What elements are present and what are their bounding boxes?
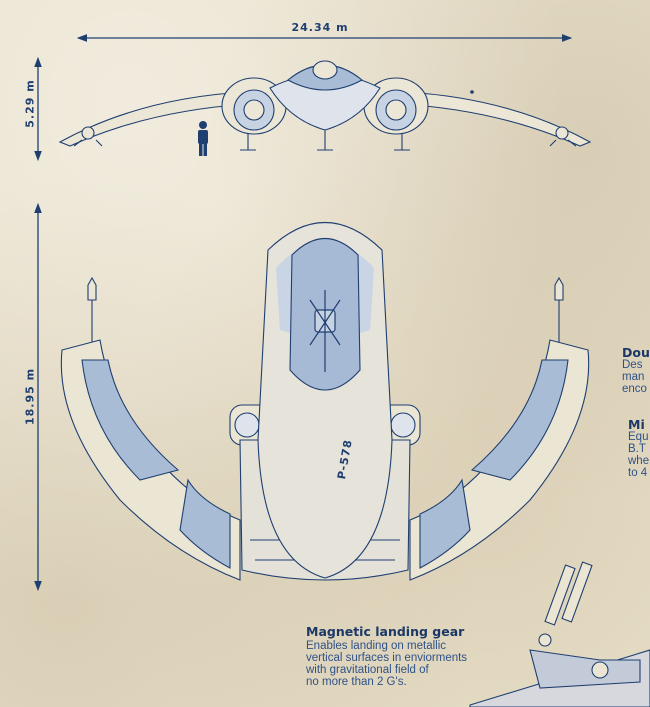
callout-double-line-3: enco — [622, 383, 647, 395]
callout-double-line-2: man — [622, 371, 645, 383]
callout-double-line-1: Des — [622, 359, 643, 371]
callout-mi-title: Mi — [628, 417, 645, 432]
callout-mi-line-1: Equ — [628, 431, 649, 443]
callout-mi-line-3: whe — [628, 455, 650, 467]
length-dimension-label: 24.34 m — [291, 21, 349, 34]
landing-gear-line-2: vertical surfaces in enviorments — [306, 652, 468, 664]
callout-mi-line-4: to 4 — [628, 467, 648, 479]
width-dimension-label: 18.95 m — [23, 367, 37, 426]
human-scale-figure — [198, 121, 208, 156]
callout-mi-line-2: B.T — [628, 443, 646, 455]
landing-gear-line-4: no more than 2 G's. — [306, 676, 407, 688]
ink-dot — [470, 90, 474, 94]
top-view-ship — [60, 221, 590, 581]
front-view-ship — [58, 60, 592, 151]
callout-double-title: Dou — [622, 345, 650, 360]
height-dimension-label: 5.29 m — [23, 79, 37, 128]
landing-gear-line-1: Enables landing on metallic — [306, 640, 447, 652]
landing-gear-title: Magnetic landing gear — [306, 624, 465, 639]
landing-gear-line-3: with gravitational field of — [306, 664, 429, 676]
landing-gear-detail — [469, 561, 650, 707]
